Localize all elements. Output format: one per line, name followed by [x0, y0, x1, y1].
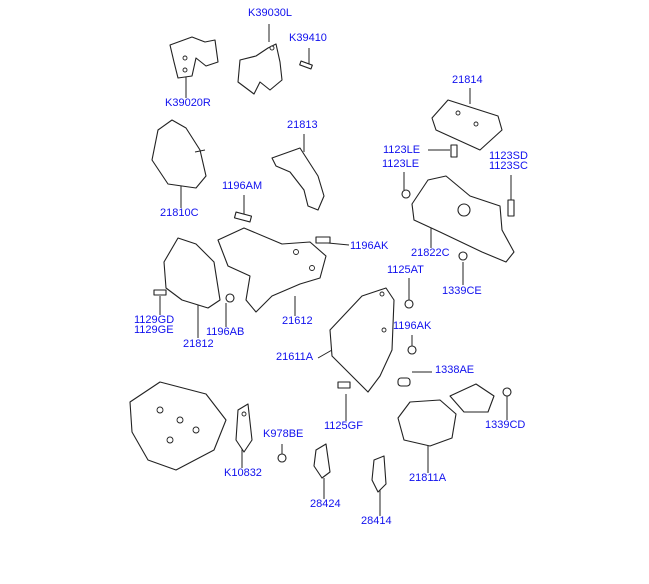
part-mount-21812 [163, 237, 221, 309]
part-label-1129gd[interactable]: 1129GD [134, 314, 175, 326]
part-bracket-21611a [329, 287, 395, 393]
part-label-21822c[interactable]: 21822C [411, 247, 450, 259]
part-bolt-k39410 [299, 60, 313, 70]
part-label-1339cd[interactable]: 1339CD [485, 419, 526, 431]
part-mount-21810c [151, 119, 207, 189]
part-label-1196ab[interactable]: 1196AB [206, 326, 245, 338]
part-bolt-1196ak-2 [407, 345, 417, 355]
part-label-21811a[interactable]: 21811A [409, 472, 447, 484]
part-label-21813[interactable]: 21813 [287, 119, 318, 131]
part-bolt-1123sd [507, 199, 515, 217]
leader-lines [159, 24, 512, 516]
part-label-21612[interactable]: 21612 [282, 315, 313, 327]
part-label-1123le-2[interactable]: 1123LE [382, 158, 420, 170]
part-mount-21814 [431, 99, 503, 151]
part-bolt-1123le [450, 144, 458, 158]
part-label-k39030l[interactable]: K39030L [248, 7, 293, 19]
part-bolt-1196ab [225, 293, 235, 303]
part-nut-1339ce [458, 251, 468, 261]
part-label-k10832[interactable]: K10832 [224, 467, 262, 479]
part-label-1123le[interactable]: 1123LE [383, 144, 421, 156]
part-label-1196ak-2[interactable]: 1196AK [393, 320, 432, 332]
part-mount-21811a [397, 383, 495, 447]
part-bracket-k39030l [237, 43, 283, 95]
part-bolt-1125at [404, 299, 414, 309]
part-label-1339ce[interactable]: 1339CE [442, 285, 482, 297]
part-bolt-1196am [233, 211, 253, 223]
part-bolt-1196ak [315, 236, 331, 244]
part-label-1125gf[interactable]: 1125GF [324, 420, 363, 432]
part-bolt-1123le-2 [401, 189, 411, 199]
part-nut-1339cd [502, 387, 512, 397]
part-label-21812[interactable]: 21812 [183, 338, 214, 350]
part-bolt-1125gf [337, 381, 351, 389]
part-label-21611a[interactable]: 21611A [276, 351, 314, 363]
part-label-1196am[interactable]: 1196AM [222, 180, 263, 192]
part-label-1123sc[interactable]: 1123SC [489, 160, 528, 172]
part-label-k39410[interactable]: K39410 [289, 32, 327, 44]
part-bracket-28424 [313, 443, 331, 479]
part-bolt-k978be [277, 453, 287, 463]
part-bushing-1338ae [397, 377, 411, 387]
part-label-21814[interactable]: 21814 [452, 74, 483, 86]
part-label-k978be[interactable]: K978BE [263, 428, 304, 440]
part-bracket-28414 [371, 455, 387, 493]
part-bracket-k39020r [169, 36, 219, 79]
part-hook-k10832 [235, 403, 253, 453]
part-bracket-21612 [217, 227, 327, 313]
part-label-28414[interactable]: 28414 [361, 515, 392, 527]
part-label-28424[interactable]: 28424 [310, 498, 341, 510]
part-label-1196ak[interactable]: 1196AK [350, 240, 389, 252]
part-label-k39020r[interactable]: K39020R [165, 97, 211, 109]
part-mount-21822c [411, 175, 515, 263]
part-bolt-1129gd [153, 289, 167, 296]
part-label-1338ae[interactable]: 1338AE [435, 364, 475, 376]
part-heatshield-21813 [271, 147, 325, 211]
part-engine-head [129, 381, 227, 471]
part-label-1129ge[interactable]: 1129GE [134, 324, 174, 336]
part-label-1125at[interactable]: 1125AT [387, 264, 424, 276]
part-label-21810c[interactable]: 21810C [160, 207, 199, 219]
part-label-1123sd[interactable]: 1123SD [489, 150, 528, 162]
